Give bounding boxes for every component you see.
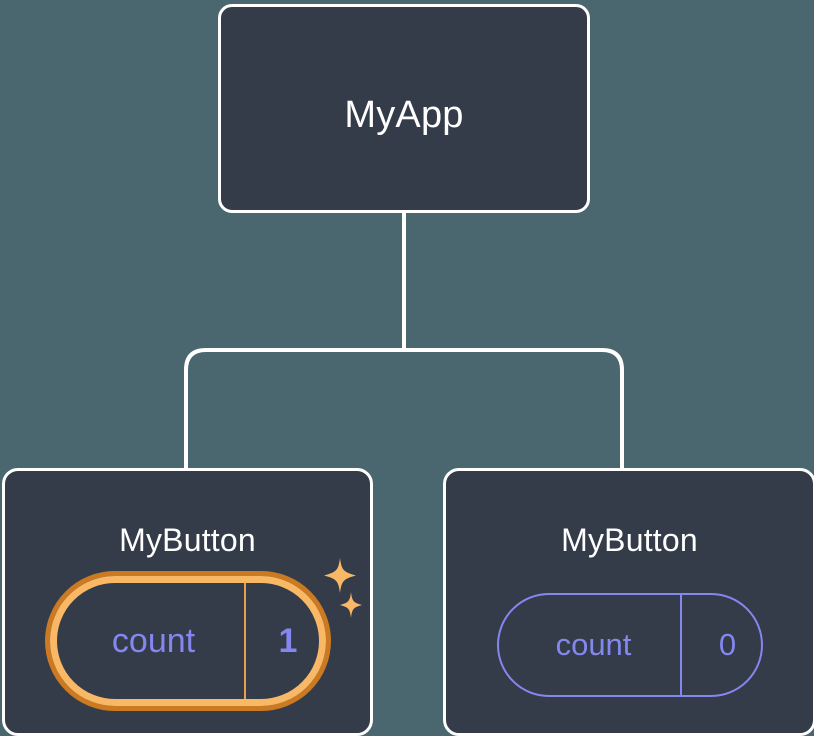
node-mybutton-left[interactable]: MyButton count 1 (2, 468, 373, 736)
state-key-right: count (555, 627, 632, 662)
state-value-right: 0 (680, 595, 773, 695)
node-myapp-label: MyApp (344, 94, 464, 136)
node-mybutton-right[interactable]: MyButton count 0 (443, 468, 814, 736)
node-mybutton-left-label: MyButton (119, 522, 256, 558)
state-key-left: count (111, 621, 196, 660)
state-pill-left-inner: count 1 (50, 576, 326, 706)
node-myapp[interactable]: MyApp (218, 4, 590, 213)
state-value-left: 1 (244, 583, 330, 699)
node-mybutton-right-label: MyButton (561, 522, 698, 558)
edge-children-bracket (184, 348, 624, 470)
state-pill-right[interactable]: count 0 (497, 593, 763, 697)
state-pill-left[interactable]: count 1 (45, 571, 331, 711)
